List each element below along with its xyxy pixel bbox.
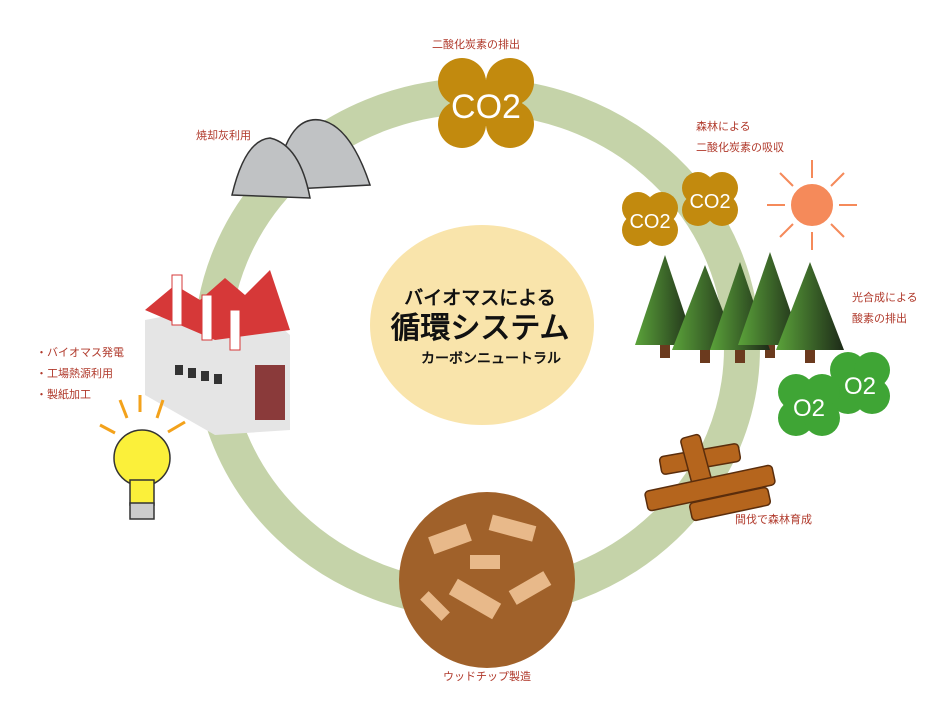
center-line3: カーボンニュートラル — [421, 351, 561, 367]
label-forest-absorb-1: 森林による — [696, 120, 751, 133]
o2-clouds: O2 O2 — [778, 352, 890, 436]
wood-chips-image — [399, 492, 575, 668]
svg-text:CO2: CO2 — [451, 88, 521, 126]
svg-text:CO2: CO2 — [629, 211, 670, 233]
sun-icon — [767, 160, 857, 250]
forest-icon — [635, 252, 844, 363]
svg-text:O2: O2 — [844, 373, 876, 400]
label-thinning: 間伐で森林育成 — [735, 513, 812, 526]
label-photo-2: 酸素の排出 — [852, 312, 907, 325]
logs-icon — [644, 433, 776, 522]
label-photosynthesis: 光合成による 酸素の排出 — [852, 287, 918, 329]
label-forest-absorb-2: 二酸化炭素の吸収 — [696, 141, 784, 154]
center-circle — [370, 225, 594, 425]
label-photo-1: 光合成による — [852, 291, 918, 304]
svg-text:O2: O2 — [793, 395, 825, 422]
svg-text:CO2: CO2 — [689, 191, 730, 213]
use-item: ・工場熱源利用 — [36, 367, 113, 380]
center-line1: バイオマスによる — [404, 287, 556, 309]
label-forest-absorb: 森林による 二酸化炭素の吸収 — [696, 116, 784, 158]
co2-cloud-large: CO2 — [438, 58, 534, 148]
label-ash: 焼却灰利用 — [196, 129, 251, 142]
factory-icon — [145, 270, 290, 435]
label-woodchip: ウッドチップ製造 — [443, 670, 531, 683]
ash-pile-icon — [231, 119, 372, 199]
label-co2-emission: 二酸化炭素の排出 — [432, 38, 520, 51]
label-uses: ・バイオマス発電 ・工場熱源利用 ・製紙加工 — [36, 342, 124, 405]
co2-cloud-small: CO2 CO2 — [622, 172, 738, 246]
center-line2: 循環システム — [390, 311, 570, 346]
use-item: ・バイオマス発電 — [36, 346, 124, 359]
light-bulb-icon — [99, 395, 186, 520]
center-title: バイオマスによる 循環システム カーボンニュートラル — [370, 283, 590, 368]
use-item: ・製紙加工 — [36, 388, 91, 401]
